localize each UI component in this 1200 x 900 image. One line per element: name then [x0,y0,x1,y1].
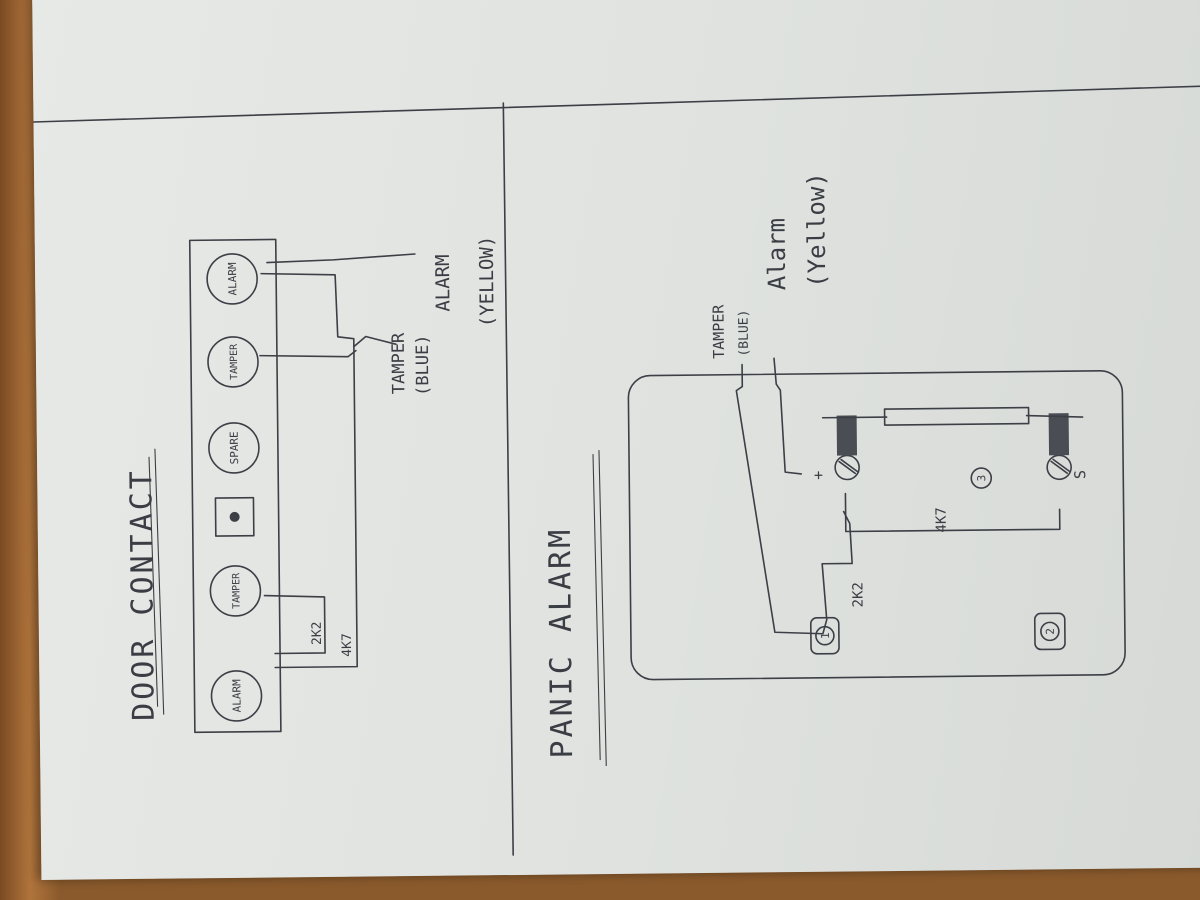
magnet-square [214,496,255,537]
terminal-tamper-top: TAMPER [207,336,259,388]
tamper-label: TAMPER [709,304,728,359]
wire-alarm-out [266,253,416,264]
alarm-label: Alarm [763,218,792,291]
switch-contacts [821,406,1084,456]
resistor-2k2-label: 2K2 [850,582,866,607]
wire-2k2-link [263,594,326,655]
alarm-label: ALARM [432,254,455,311]
panic-alarm-title-underline [592,454,601,761]
alarm-color-label: (Yellow) [802,172,831,288]
terminal-s-label: S [1071,470,1089,479]
hand-drawn-wiring-diagram: DOOR CONTACT ALARM TAMPER SPARE TAMPER [32,84,1200,856]
door-contact-title: DOOR CONTACT [124,468,162,721]
terminal-alarm-bottom: ALARM [210,670,263,722]
terminal-s-screw [1046,454,1072,481]
svg-text:3: 3 [975,475,988,482]
top-divider-line [32,84,1200,123]
terminal-label: ALARM [226,262,239,296]
wire-tamper-out [353,335,397,348]
tamper-label: TAMPER [389,332,410,394]
wire-tamper-loop [259,349,357,358]
panic-alarm-title-underline-2 [598,450,607,767]
wire-alarm-plus [773,357,803,475]
tamper-color-label: (BLUE) [736,310,751,357]
svg-text:2: 2 [1044,628,1057,635]
terminal-label: TAMPER [229,343,240,380]
wire-tamper-2k2 [735,363,853,635]
terminal-strip [188,238,282,734]
terminal-spare: SPARE [208,422,260,474]
vertical-divider-line [502,102,514,856]
terminal-label: SPARE [228,431,241,464]
panic-alarm-title: PANIC ALARM [543,527,580,759]
panic-alarm-section: PANIC ALARM 4K7 2K2 + S [543,172,1126,767]
paper-sheet: DOOR CONTACT ALARM TAMPER SPARE TAMPER [32,0,1200,880]
door-contact-section: DOOR CONTACT ALARM TAMPER SPARE TAMPER [124,236,499,734]
resistor-4k7-label: 4K7 [934,507,950,532]
terminal-label: ALARM [230,679,243,713]
resistor-2k2-label: 2K2 [310,621,325,645]
marker-2: 2 [1033,612,1066,651]
terminal-alarm-top: ALARM [206,253,258,305]
resistor-4k7-label: 4K7 [340,633,355,657]
door-contact-title-underline-2 [154,448,165,715]
terminal-plus-label: + [809,471,827,480]
terminal-tamper-bottom: TAMPER [209,565,262,617]
alarm-color-label: (YELLOW) [476,236,499,328]
tamper-color-label: (BLUE) [413,334,434,396]
wire-alarm-loop [260,272,359,669]
svg-text:1: 1 [819,632,832,639]
terminal-plus-screw [834,454,860,481]
marker-3: 3 [970,467,993,489]
marker-1: 1 [809,616,840,655]
door-contact-title-underline [148,456,159,707]
panic-device-box [627,370,1126,681]
terminal-label: TAMPER [231,572,242,609]
wire-4k7 [844,492,1061,533]
